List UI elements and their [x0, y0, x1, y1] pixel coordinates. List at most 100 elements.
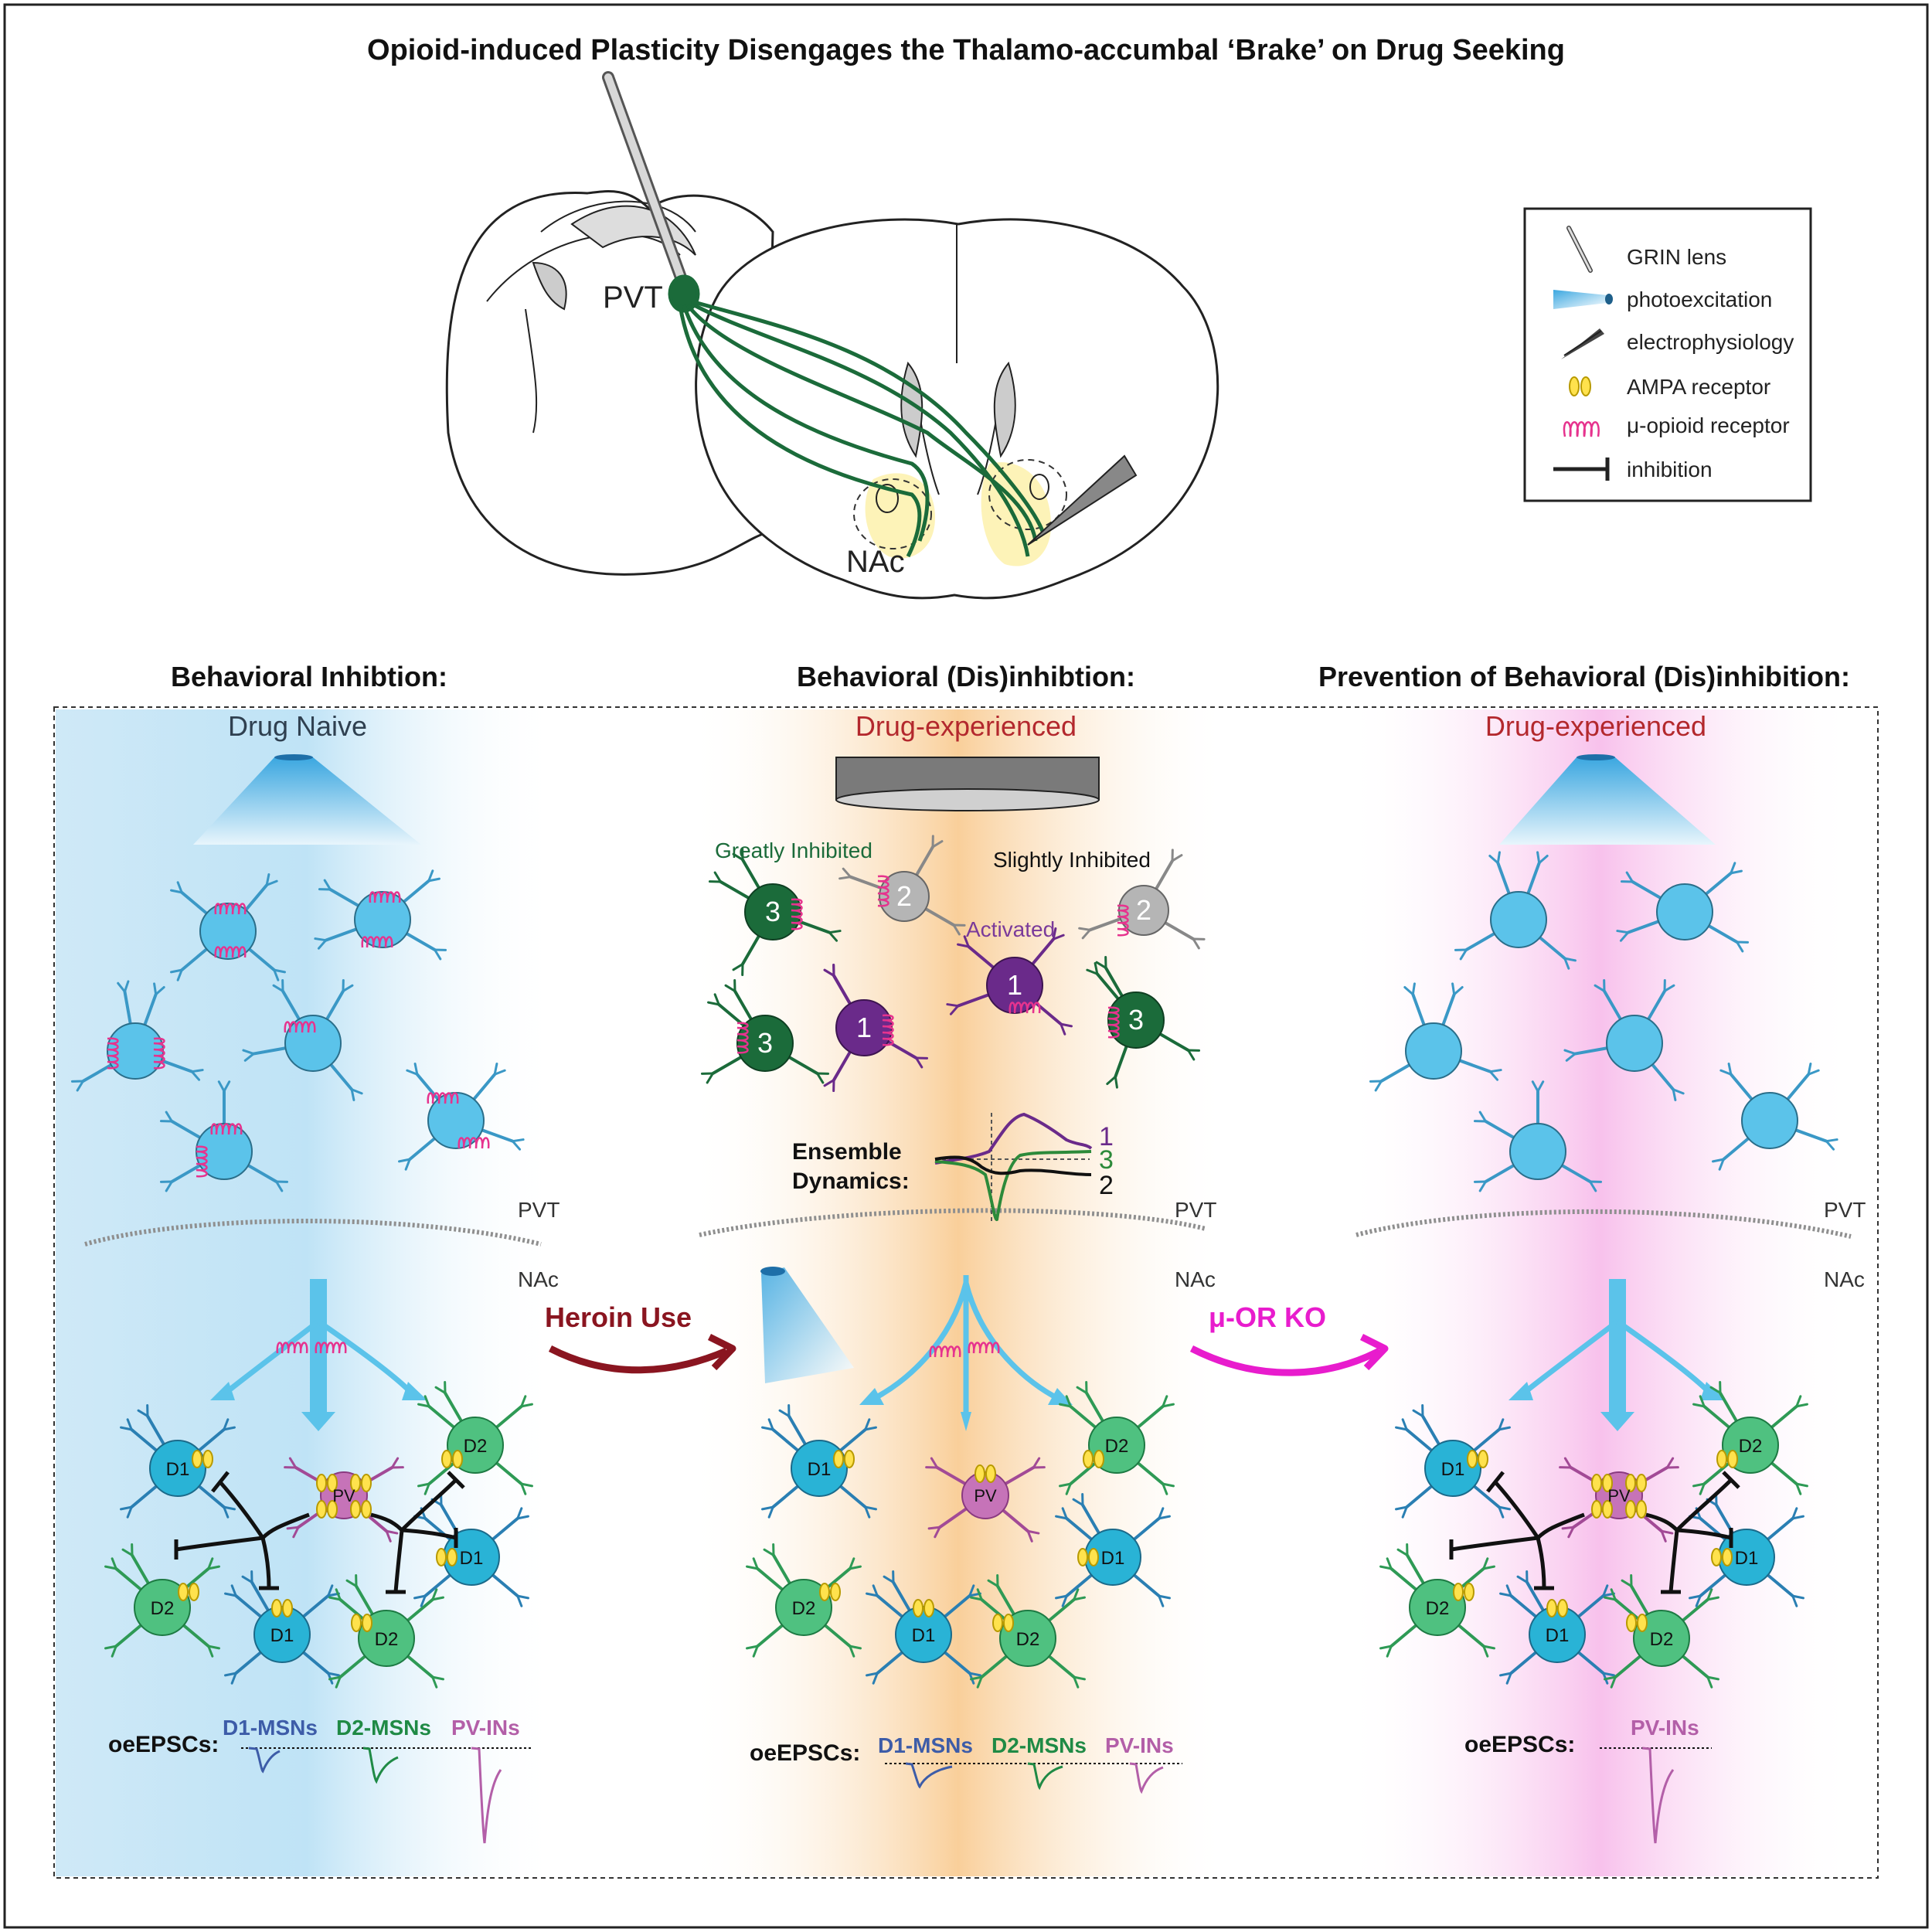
- panel-1-light-cone: [193, 754, 421, 845]
- ensemble-2-neuron-number: 2: [896, 880, 912, 912]
- panel-2-d1-trace: [905, 1762, 953, 1789]
- panel-3-heading: Prevention of Behavioral (Dis)inhibition…: [1318, 661, 1850, 692]
- inhibition-connection: [401, 1528, 458, 1548]
- ensemble-1-neuron-number: 1: [856, 1012, 872, 1043]
- panels-frame: [53, 706, 1879, 1879]
- d2-msn: D2: [417, 1380, 533, 1495]
- panel-1-condition: Drug Naive: [228, 710, 367, 742]
- panel-1-pvt-neuron: [398, 1063, 525, 1171]
- ensemble-2-neuron: 2: [838, 835, 966, 936]
- panel-3-light-cone: [1499, 754, 1716, 845]
- ensemble-3-neuron: 3: [1086, 955, 1201, 1089]
- ensemble-3-neuron-number: 3: [1128, 1004, 1144, 1036]
- grin-lens-implant: [602, 71, 690, 292]
- panel-2-grin-lens-face: [835, 757, 1100, 811]
- d2-msn-label: D2: [1650, 1629, 1674, 1650]
- photoexcitation-icon: [1553, 290, 1613, 309]
- grin-lens-icon: [1566, 226, 1593, 273]
- panel-1-pvt-neuron: [70, 980, 204, 1092]
- ensemble-2-neuron: 2: [1078, 849, 1206, 950]
- d2-msn: D2: [1692, 1380, 1808, 1495]
- trace-1-label: 1: [1099, 1122, 1114, 1151]
- panel-2-condition: Drug-experienced: [855, 710, 1077, 742]
- panel-3-pvt-neuron: [1454, 851, 1577, 970]
- panel-1-d2-trace: [362, 1747, 399, 1784]
- panel-2-oeepsc-label: oeEPSCs:: [750, 1740, 860, 1766]
- trace-3-label: 3: [1099, 1145, 1114, 1175]
- d1-msn-label: D1: [912, 1625, 936, 1646]
- trace-3: [934, 1150, 1092, 1222]
- ensemble-dynamics-label-2: Dynamics:: [792, 1168, 910, 1194]
- panel-3-oeepsc-label: oeEPSCs:: [1464, 1732, 1575, 1757]
- panel-1-d2-msns-label: D2-MSNs: [336, 1716, 431, 1740]
- panel-3-pvt-neuron: [1712, 1063, 1838, 1171]
- panel-1-oeepsc: oeEPSCs: D1-MSNs D2-MSNs PV-INs: [108, 1716, 533, 1844]
- inhibition-icon: [1553, 457, 1610, 481]
- panel-2-oeepsc: oeEPSCs: D1-MSNs D2-MSNs PV-INs: [750, 1733, 1182, 1794]
- panel-1-pvt-neurons: [70, 869, 525, 1192]
- panel-3-nac-label: NAc: [1824, 1267, 1865, 1291]
- nac-pathway-arrows: [210, 1275, 1726, 1431]
- inhibition-connection: [174, 1536, 264, 1560]
- panel-1-nac-label: NAc: [518, 1267, 559, 1291]
- d2-msn-label: D2: [1105, 1436, 1129, 1457]
- ensemble-3-neuron-number: 3: [765, 896, 781, 927]
- d1-msn: D1: [224, 1570, 340, 1685]
- panel-1-oeepsc-label: oeEPSCs:: [108, 1732, 219, 1757]
- ko-glow: [1345, 709, 1855, 1876]
- mu-or-ko-transition: μ-OR KO: [1189, 1301, 1389, 1376]
- d2-msn: D2: [746, 1543, 862, 1658]
- panel-3-left-arrow: [1509, 1319, 1620, 1400]
- d2-msn-label: D2: [1426, 1598, 1450, 1619]
- d2-msn: D2: [1379, 1543, 1495, 1658]
- d2-msn: D2: [1604, 1573, 1719, 1689]
- nac-label: NAc: [846, 545, 905, 579]
- d2-msn: D2: [970, 1573, 1086, 1689]
- d1-msn: D1: [761, 1403, 877, 1519]
- panel-2-d2-msns-label: D2-MSNs: [992, 1733, 1087, 1757]
- panel-3-pv-ins-label: PV-INs: [1631, 1716, 1699, 1740]
- panel-2-boundary: [699, 1208, 1206, 1237]
- panel-3-right-arrow: [1615, 1319, 1726, 1400]
- panel-3-pvt-neuron: [1473, 1080, 1603, 1192]
- greatly-inhibited-label: Greatly Inhibited: [715, 838, 872, 862]
- panel-2-side-light: [760, 1267, 854, 1383]
- ensemble-dynamics-plot: Ensemble Dynamics: 1 3 2: [792, 1112, 1114, 1222]
- recording-pipette: [1027, 454, 1138, 546]
- trace-2-label: 2: [1099, 1171, 1114, 1200]
- ensemble-3-neuron-number: 3: [757, 1027, 773, 1059]
- panel-1-heading: Behavioral Inhibtion:: [171, 661, 447, 692]
- panel-1-right-arrow: [317, 1319, 427, 1400]
- pv-interneuron-label: PV: [1607, 1486, 1631, 1505]
- panel-2-heading: Behavioral (Dis)inhibtion:: [797, 661, 1135, 692]
- pv-interneuron: PV: [925, 1457, 1046, 1543]
- panel-2-pvt-label: PVT: [1175, 1198, 1216, 1222]
- legend-grin-lens: GRIN lens: [1627, 245, 1726, 269]
- panel-1-pv-trace: [471, 1747, 502, 1844]
- panel-1-boundary: [84, 1219, 542, 1247]
- panel-1-d1-msns-label: D1-MSNs: [223, 1716, 318, 1740]
- d1-msn: D1: [1499, 1570, 1615, 1685]
- panel-2-central-arrow: [961, 1275, 971, 1431]
- d1-msn: D1: [120, 1403, 236, 1519]
- panel-3-pvt-neuron: [1616, 862, 1750, 953]
- outer-frame: [3, 3, 1929, 1929]
- panel-1-pvt-neuron: [242, 978, 363, 1101]
- trace-2: [934, 1155, 1092, 1176]
- d1-msn-label: D1: [1101, 1548, 1125, 1569]
- panel-2-nac-label: NAc: [1175, 1267, 1216, 1291]
- legend-photoexcitation: photoexcitation: [1627, 287, 1772, 311]
- d1-msn: D1: [866, 1570, 981, 1685]
- panel-2-right-arrow: [963, 1282, 1073, 1405]
- trace-1: [934, 1112, 1093, 1165]
- panel-3-oeepsc: oeEPSCs: PV-INs: [1464, 1716, 1712, 1844]
- panel-1-pv-ins-label: PV-INs: [451, 1716, 520, 1740]
- legend-inhibition: inhibition: [1627, 457, 1713, 481]
- d1-msn: D1: [1055, 1492, 1171, 1607]
- panel-2-pv-ins-label: PV-INs: [1105, 1733, 1174, 1757]
- d1-msn-label: D1: [1546, 1625, 1570, 1646]
- legend-box: [1523, 207, 1812, 502]
- panel-3-condition: Drug-experienced: [1485, 710, 1706, 742]
